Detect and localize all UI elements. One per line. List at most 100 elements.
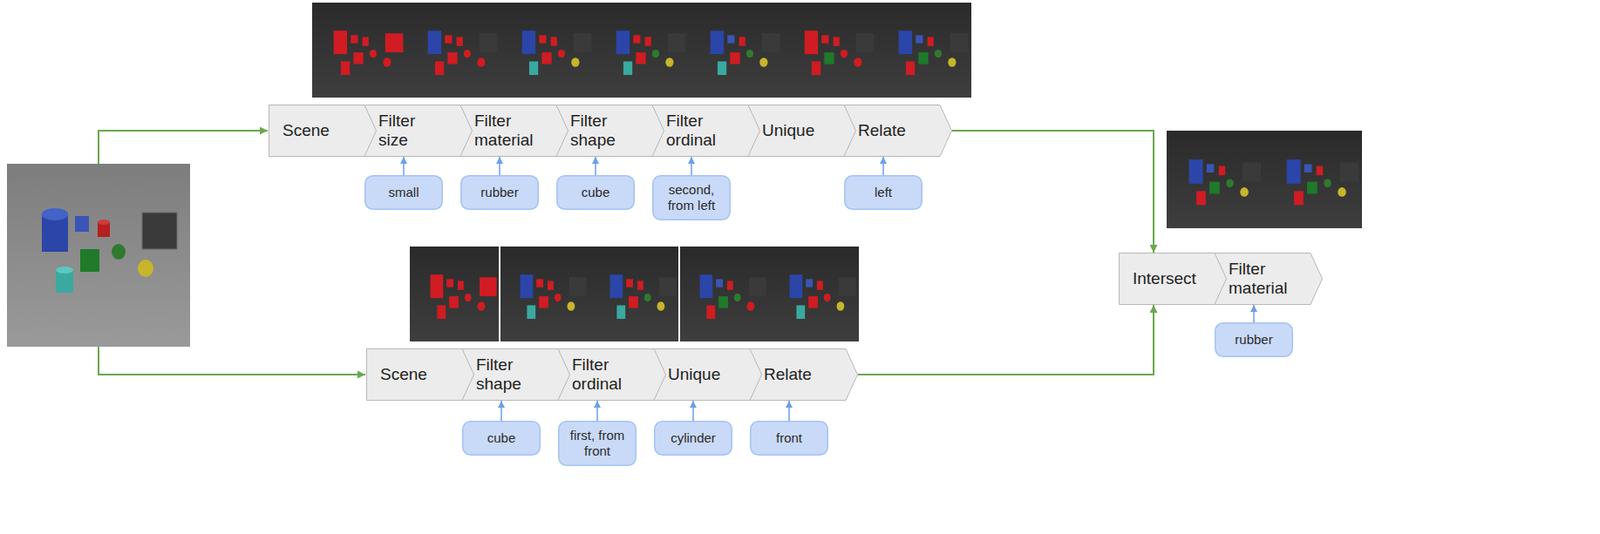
scene-object: [644, 293, 652, 302]
module-chevron: Filter shape: [556, 104, 665, 157]
blue-cube: [74, 216, 89, 232]
scene-object: [522, 30, 536, 55]
chevron-shape: [844, 105, 953, 157]
scene-object: [805, 279, 813, 287]
scene-object: [369, 49, 377, 58]
scene-object: [558, 49, 566, 58]
module-chevron: Scene: [366, 348, 475, 402]
scene-object: [435, 61, 444, 75]
scene-object: [718, 296, 729, 308]
input-scene-image: [6, 163, 191, 348]
argument-box: front: [749, 421, 829, 457]
scene-object: [727, 34, 735, 43]
scene-object: [1218, 166, 1226, 177]
argument-text: cylinder: [670, 430, 716, 447]
scene-object: [1316, 166, 1323, 177]
argument-arrow: [690, 156, 693, 176]
chevron-shape: [462, 349, 571, 402]
chevron-shape: [1215, 253, 1323, 306]
scene-object: [447, 52, 457, 64]
chevron-shape: [269, 105, 377, 157]
module-chevron: Relate: [749, 348, 858, 402]
frame-background: [1166, 130, 1265, 229]
scene-object: [616, 30, 630, 55]
scene-object: [350, 34, 358, 43]
scene-object: [571, 57, 579, 67]
scene-object: [838, 277, 857, 297]
frame-separator: [498, 246, 501, 342]
frame-background: [589, 246, 680, 342]
scene-object: [616, 305, 626, 320]
argument-text: rubber: [480, 184, 518, 201]
module-chevron: Filter material: [1214, 252, 1323, 306]
scene-object: [656, 301, 665, 311]
scene-object: [918, 52, 928, 64]
scene-object: [554, 293, 562, 302]
argument-shape: [653, 176, 731, 221]
scene-object: [1206, 163, 1215, 173]
chevron-shape: [461, 105, 569, 157]
attention-frame: [406, 2, 501, 98]
module-chevron: Scene: [268, 104, 377, 157]
scene-object: [457, 280, 464, 290]
scene-object: [821, 34, 829, 43]
chevron-shape: [653, 105, 761, 157]
frame-background: [312, 2, 407, 98]
argument-arrow: [500, 401, 503, 422]
scene-object: [1304, 163, 1313, 173]
attention-frame: [877, 2, 972, 98]
frame-background: [406, 2, 501, 98]
scene-object: [538, 34, 546, 43]
scene-object: [340, 61, 350, 75]
scene-object: [748, 277, 767, 297]
scene-object: [710, 30, 724, 55]
scene-object: [1239, 187, 1249, 198]
scene-object: [934, 49, 942, 58]
module-chevron: Unique: [653, 348, 763, 402]
module-chevron: Filter size: [364, 104, 473, 157]
argument-text: front: [776, 430, 803, 447]
scene-object: [715, 279, 723, 287]
scene-object: [823, 293, 831, 302]
module-chevron: Filter ordinal: [652, 104, 761, 157]
frame-background: [769, 246, 859, 342]
argument-box: cylinder: [653, 421, 733, 457]
module-name: Filter shape: [570, 111, 639, 150]
argument-shape: [844, 176, 923, 211]
module-name: Scene: [380, 365, 428, 385]
scene-object: [623, 61, 633, 75]
red-cylinder-top: [97, 219, 110, 225]
scene-object: [444, 34, 452, 43]
chevron-shape: [367, 349, 475, 402]
scene-object: [541, 52, 552, 64]
scene-object: [476, 57, 485, 67]
scene-object: [927, 36, 934, 46]
dataflow-arrow: [952, 130, 1154, 253]
scene-object: [526, 305, 536, 320]
argument-box: cube: [556, 175, 635, 211]
attention-frame: [1264, 130, 1362, 229]
argument-arrow: [498, 156, 501, 176]
scene-object: [538, 296, 549, 308]
scene-object: [446, 279, 454, 287]
frame-background: [877, 2, 972, 98]
frame-background: [782, 2, 878, 98]
scene-object: [898, 30, 913, 55]
scene-object: [479, 277, 498, 297]
scene-object: [808, 296, 818, 308]
argument-shape: [461, 176, 539, 211]
module-name: Filter material: [474, 111, 543, 150]
scene-object: [853, 57, 862, 67]
frame-background: [1264, 130, 1362, 229]
argument-text: rubber: [1234, 332, 1273, 348]
argument-box: rubber: [460, 175, 539, 211]
frame-background: [409, 246, 500, 342]
scene-object: [633, 34, 640, 43]
scene-object: [566, 301, 575, 311]
chevron-shape: [365, 105, 473, 157]
chevron-shape: [654, 349, 763, 402]
scene-object: [823, 52, 834, 64]
scene-object: [759, 57, 768, 67]
module-chevron: Intersect: [1118, 252, 1227, 306]
argument-arrow: [788, 401, 790, 422]
